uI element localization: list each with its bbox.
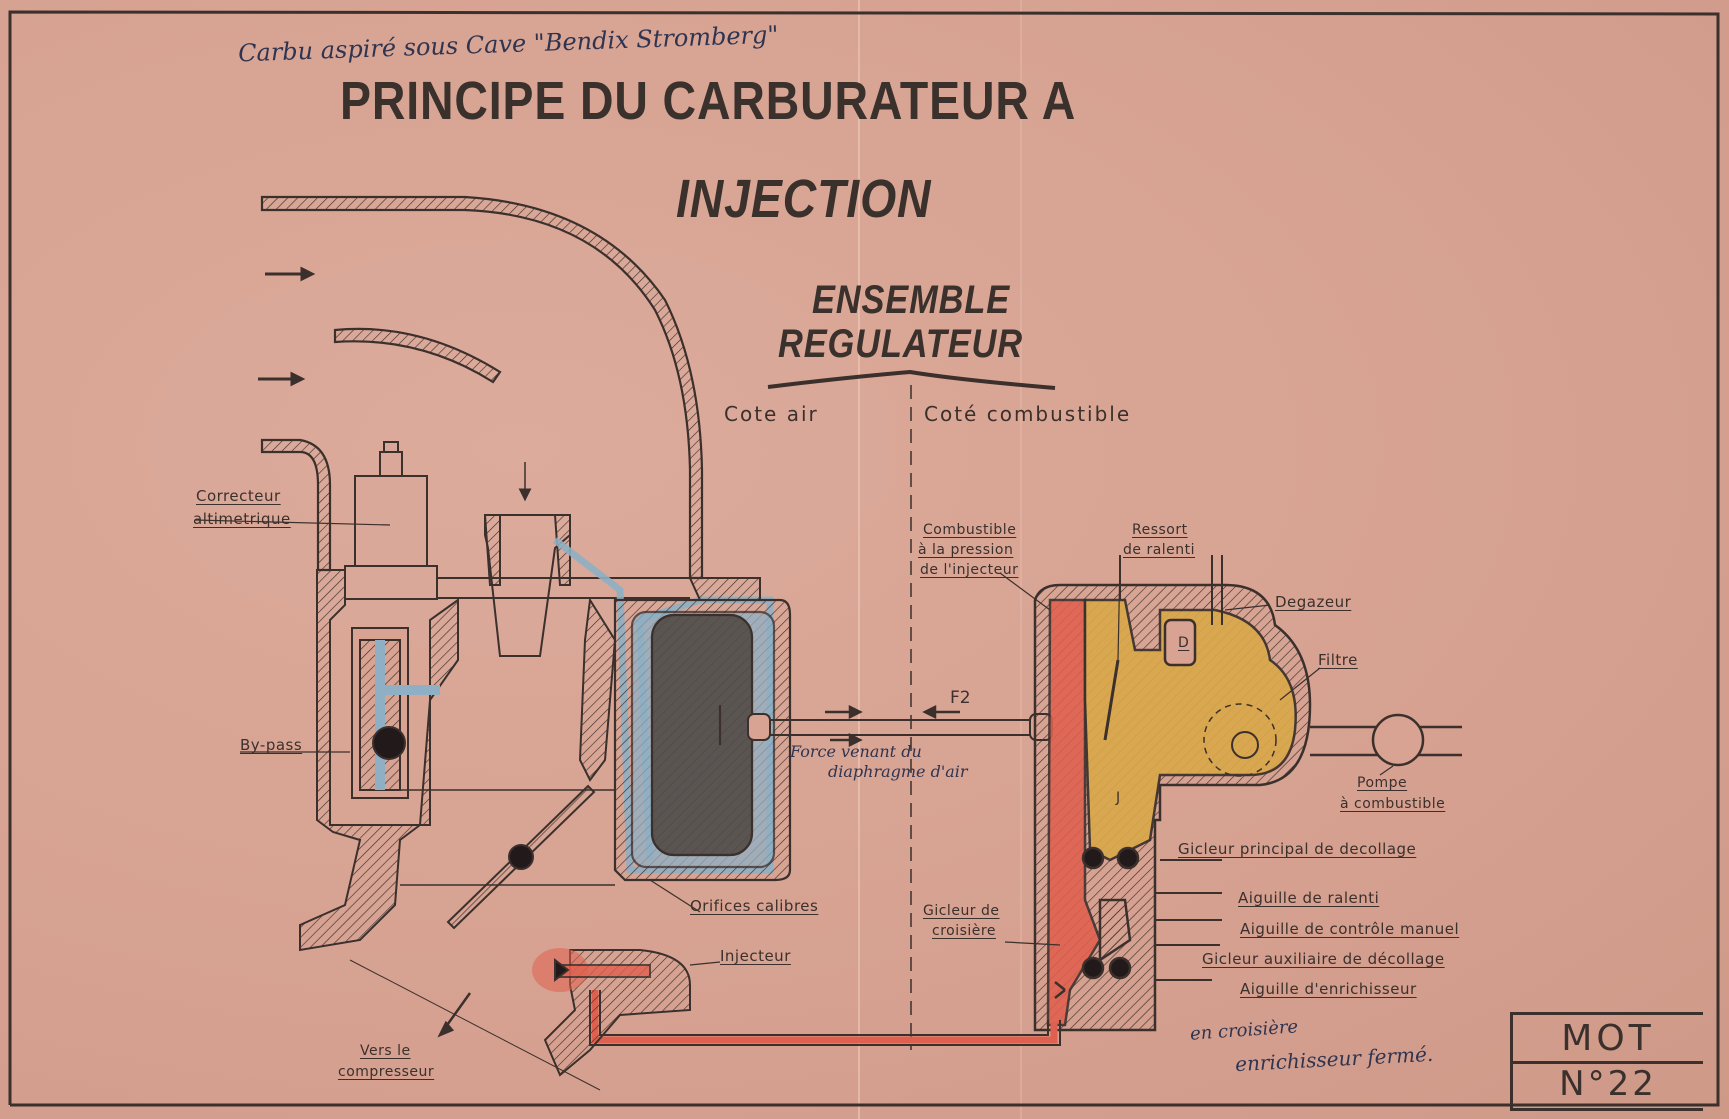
air-intake-duct xyxy=(260,195,704,580)
chamber-d-label: D xyxy=(1178,635,1190,651)
label-aiguille-ralenti: Aiguille de ralenti xyxy=(1238,889,1380,907)
air-diaphragm-chamber xyxy=(613,598,792,882)
airflow-arrows xyxy=(258,266,532,502)
label-gicleur-croisiere-2: croisière xyxy=(932,923,996,939)
subtitle-underline xyxy=(767,369,1056,390)
label-combustible-3: de l'injecteur xyxy=(920,562,1019,578)
label-vers-1: Vers le xyxy=(360,1043,411,1059)
venturi-body xyxy=(578,577,761,782)
compressor-arrow xyxy=(349,959,601,1091)
label-injecteur: Injecteur xyxy=(720,947,791,965)
label-pompe-2: à combustible xyxy=(1340,796,1446,812)
label-correcteur-2: altimetrique xyxy=(193,510,291,528)
bypass-ball-valve xyxy=(372,726,406,760)
altimetric-corrector xyxy=(344,441,438,600)
paper-fold-line xyxy=(1020,0,1022,1119)
drawing-reference-box: MOT N°22 xyxy=(1510,1012,1703,1111)
fuel-regulator-body xyxy=(1033,583,1312,1032)
label-gicleur-auxiliaire: Gicleur auxiliaire de décollage xyxy=(1202,950,1445,968)
force-arrows xyxy=(825,704,960,748)
fuel-pump xyxy=(1310,713,1462,767)
label-leader-lines xyxy=(194,519,1394,966)
label-bypass: By-pass xyxy=(240,736,303,754)
venturi xyxy=(437,514,690,657)
title-line-1: PRINCIPE DU CARBURATEUR A xyxy=(340,71,1077,131)
injector-nozzle xyxy=(532,948,691,1077)
reference-code: MOT xyxy=(1513,1017,1703,1064)
label-combustible-2: à la pression xyxy=(918,542,1014,558)
paper-fold-line xyxy=(858,0,860,1119)
label-combustible-1: Combustible xyxy=(923,522,1017,538)
regulator-stem xyxy=(747,713,1053,741)
side-air-label: Cote air xyxy=(724,402,819,426)
label-pompe-1: Pompe xyxy=(1357,775,1408,791)
label-force-note-2: diaphragme d'air xyxy=(828,762,968,781)
bypass-housing xyxy=(299,569,459,952)
jet-leader-lines xyxy=(1155,859,1222,981)
label-correcteur-1: Correcteur xyxy=(196,487,281,505)
throttle-valve xyxy=(400,784,615,930)
chamber-j-label: J xyxy=(1116,790,1121,806)
label-vers-2: compresseur xyxy=(338,1064,435,1080)
label-gicleur-croisiere-1: Gicleur de xyxy=(923,903,1000,919)
label-orifices: Orifices calibres xyxy=(690,897,819,915)
subtitle-line-1: ENSEMBLE xyxy=(812,278,1011,322)
label-gicleur-principal: Gicleur principal de decollage xyxy=(1178,840,1417,858)
label-force-f2: F2 xyxy=(950,688,971,708)
label-aiguille-enrichisseur: Aiguille d'enrichisseur xyxy=(1240,980,1417,998)
reference-number: N°22 xyxy=(1559,1064,1657,1104)
label-ressort-2: de ralenti xyxy=(1123,542,1196,558)
title-line-2: INJECTION xyxy=(676,169,932,229)
label-force-note-1: Force venant du xyxy=(790,742,922,761)
label-filtre: Filtre xyxy=(1318,651,1358,669)
drawing-frame xyxy=(8,10,1720,1107)
label-aiguille-controle: Aiguille de contrôle manuel xyxy=(1240,920,1460,938)
side-fuel-label: Coté combustible xyxy=(924,402,1132,426)
label-degazeur: Degazeur xyxy=(1275,593,1352,611)
subtitle-line-2: REGULATEUR xyxy=(778,322,1023,366)
label-ressort-1: Ressort xyxy=(1132,522,1188,538)
